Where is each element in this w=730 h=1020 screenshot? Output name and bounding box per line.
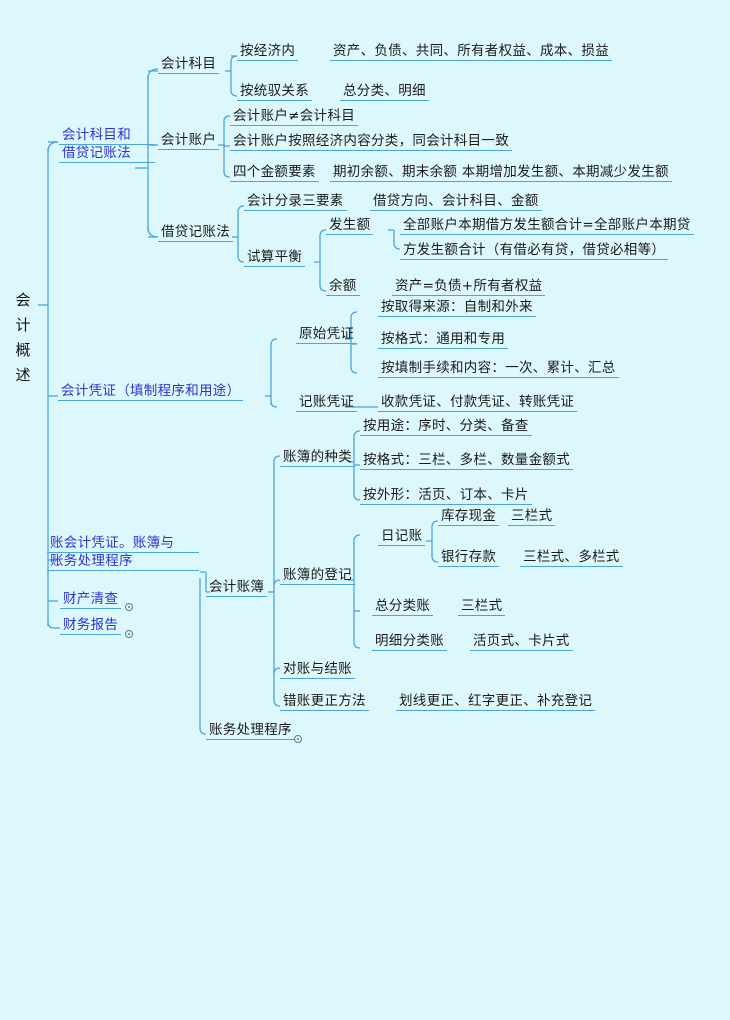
leaf-bookkeeping-voucher-types[interactable]: 收款凭证、付款凭证、转账凭证 [378,394,578,412]
leaf-book-by-use[interactable]: 按用途：序时、分类、备查 [360,418,532,436]
branch-books-and-procedures-line1: 账会计凭证。账簿与 [47,535,199,553]
leaf-error-correction-key[interactable]: 错账更正方法 [280,693,369,711]
leaf-book-by-format[interactable]: 按格式：三栏、多栏、数量金额式 [360,452,573,470]
leaf-by-economic-content-value[interactable]: 资产、负债、共同、所有者权益、成本、损益 [330,43,612,61]
leaf-general-ledger-value[interactable]: 三栏式 [458,598,506,616]
branch-accounting-vouchers[interactable]: 会计凭证（填制程序和用途） [58,383,244,401]
leaf-journal-entry-elements-key[interactable]: 会计分录三要素 [244,193,347,211]
root-char-0: 会 [15,291,31,309]
node-bookkeeping-voucher[interactable]: 记账凭证 [296,394,358,412]
leaf-cash-on-hand-key[interactable]: 库存现金 [438,508,500,526]
root-node[interactable]: 会 计 概 述 [10,288,36,388]
root-char-1: 计 [15,316,31,334]
leaf-account-ne-subject[interactable]: 会计账户≠会计科目 [230,108,359,126]
node-accounting-books[interactable]: 会计账簿 [206,579,268,597]
leaf-error-correction-value[interactable]: 划线更正、红字更正、补充登记 [396,693,596,711]
leaf-voucher-by-source[interactable]: 按取得来源：自制和外来 [378,299,536,317]
branch-books-and-procedures[interactable]: 账会计凭证。账簿与 账务处理程序 [44,535,202,572]
leaf-occurrence-amount-line2[interactable]: 方发生额合计（有借必有贷，借贷必相等） [400,242,669,260]
leaf-voucher-by-procedure[interactable]: 按填制手续和内容：一次、累计、汇总 [378,360,619,378]
node-book-types[interactable]: 账簿的种类 [280,449,355,467]
node-occurrence-amount[interactable]: 发生额 [326,217,374,235]
node-debit-credit-bookkeeping[interactable]: 借贷记账法 [158,224,233,242]
branch-accounting-subjects[interactable]: 会计科目和 借贷记账法 [56,127,158,164]
leaf-subsidiary-ledger-value[interactable]: 活页式、卡片式 [470,633,573,651]
node-journal-book[interactable]: 日记账 [378,528,426,546]
node-accounting-account[interactable]: 会计账户 [158,132,220,150]
leaf-four-amount-elements-value[interactable]: 期初余额、期末余额 本期增加发生额、本期减少发生额 [330,164,672,182]
branch-property-inventory[interactable]: 财产清查 [60,591,122,609]
leaf-bank-deposit-value[interactable]: 三栏式、多栏式 [520,549,623,567]
leaf-general-ledger-key[interactable]: 总分类账 [372,598,434,616]
leaf-by-economic-content-key[interactable]: 按经济内 [237,43,299,61]
node-trial-balance[interactable]: 试算平衡 [244,249,306,267]
branch-accounting-subjects-line1: 会计科目和 [59,127,155,145]
collapse-marker-accounting-procedures[interactable] [294,735,302,743]
leaf-book-by-shape[interactable]: 按外形：活页、订本、卡片 [360,487,532,505]
leaf-subsidiary-ledger-key[interactable]: 明细分类账 [372,633,447,651]
node-original-voucher[interactable]: 原始凭证 [296,326,358,344]
collapse-marker-property-inventory[interactable] [125,603,133,611]
branch-financial-report[interactable]: 财务报告 [60,617,122,635]
leaf-by-control-relation-value[interactable]: 总分类、明细 [340,83,429,101]
root-char-3: 述 [15,366,31,384]
branch-books-and-procedures-line2: 账务处理程序 [47,553,199,571]
node-accounting-procedures[interactable]: 账务处理程序 [206,722,295,740]
node-book-registration[interactable]: 账簿的登记 [280,567,355,585]
root-char-2: 概 [15,341,31,359]
leaf-journal-entry-elements-value[interactable]: 借贷方向、会计科目、金额 [370,193,542,211]
leaf-by-control-relation-key[interactable]: 按统驭关系 [237,83,312,101]
collapse-marker-financial-report[interactable] [125,630,133,638]
leaf-voucher-by-format[interactable]: 按格式：通用和专用 [378,331,509,349]
leaf-balance-equation[interactable]: 资产=负债+所有者权益 [392,278,546,296]
node-reconciliation-and-closing[interactable]: 对账与结账 [280,661,355,679]
leaf-account-classified-by-content[interactable]: 会计账户按照经济内容分类，同会计科目一致 [230,133,512,151]
leaf-occurrence-amount-line1[interactable]: 全部账户本期借方发生额合计=全部账户本期贷 [400,217,694,235]
node-accounting-subject[interactable]: 会计科目 [158,56,220,74]
leaf-cash-on-hand-value[interactable]: 三栏式 [508,508,556,526]
branch-accounting-subjects-line2: 借贷记账法 [59,145,155,163]
leaf-bank-deposit-key[interactable]: 银行存款 [438,549,500,567]
node-balance-amount[interactable]: 余额 [326,278,360,296]
leaf-four-amount-elements-key[interactable]: 四个金额要素 [230,164,319,182]
